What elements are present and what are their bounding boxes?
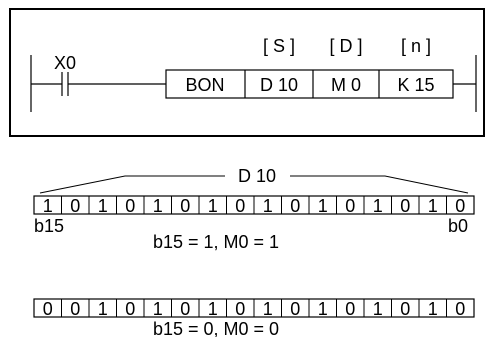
operand-header-n: [ n ] <box>401 36 431 56</box>
ladder-frame <box>9 8 485 137</box>
lsb-label: b0 <box>448 216 468 236</box>
register-brace <box>290 175 469 194</box>
operand-destination: M 0 <box>331 75 361 95</box>
bit-cell-value: 1 <box>263 196 273 216</box>
operand-header-d: [ D ] <box>329 36 362 56</box>
bit-cell-value: 0 <box>180 299 190 319</box>
bit-cell-value: 1 <box>153 196 163 216</box>
bit-cell-value: 0 <box>290 299 300 319</box>
contact-label: X0 <box>54 53 76 73</box>
bit-cell-value: 0 <box>43 299 53 319</box>
bit-cell-value: 1 <box>153 299 163 319</box>
bit-cell-value: 0 <box>290 196 300 216</box>
bit-cell-value: 1 <box>98 299 108 319</box>
bit-cell-value: 0 <box>345 299 355 319</box>
result-example-2: b15 = 0, M0 = 0 <box>153 319 279 337</box>
bit-cell-value: 1 <box>373 299 383 319</box>
msb-label: b15 <box>34 216 64 236</box>
result-example-1: b15 = 1, M0 = 1 <box>153 232 279 252</box>
bit-cell-value: 0 <box>455 196 465 216</box>
bit-cell-value: 0 <box>235 196 245 216</box>
bit-cell-value: 1 <box>318 196 328 216</box>
bit-cell-value: 0 <box>345 196 355 216</box>
bit-cell-value: 0 <box>70 196 80 216</box>
bit-cell-value: 0 <box>70 299 80 319</box>
bit-cell-value: 1 <box>208 196 218 216</box>
bit-cell-value: 1 <box>428 299 438 319</box>
bit-cell-value: 0 <box>235 299 245 319</box>
bit-cell-value: 1 <box>373 196 383 216</box>
register-brace <box>39 175 225 194</box>
operand-bit-number: K 15 <box>397 75 434 95</box>
bit-cell-value: 1 <box>98 196 108 216</box>
bit-cell-value: 1 <box>428 196 438 216</box>
bit-cell-value: 1 <box>43 196 53 216</box>
bit-cell-value: 0 <box>125 299 135 319</box>
bit-cell-value: 0 <box>400 196 410 216</box>
bit-cell-value: 1 <box>263 299 273 319</box>
instruction-mnemonic: BON <box>185 75 224 95</box>
bit-cell-value: 0 <box>180 196 190 216</box>
bit-cell-value: 0 <box>400 299 410 319</box>
register-label: D 10 <box>238 166 276 186</box>
bit-cell-value: 0 <box>455 299 465 319</box>
operand-header-s: [ S ] <box>263 36 295 56</box>
bit-cell-value: 0 <box>125 196 135 216</box>
instruction-box <box>165 69 454 99</box>
bit-cell-value: 1 <box>208 299 218 319</box>
operand-source: D 10 <box>260 75 298 95</box>
bit-cell-value: 1 <box>318 299 328 319</box>
